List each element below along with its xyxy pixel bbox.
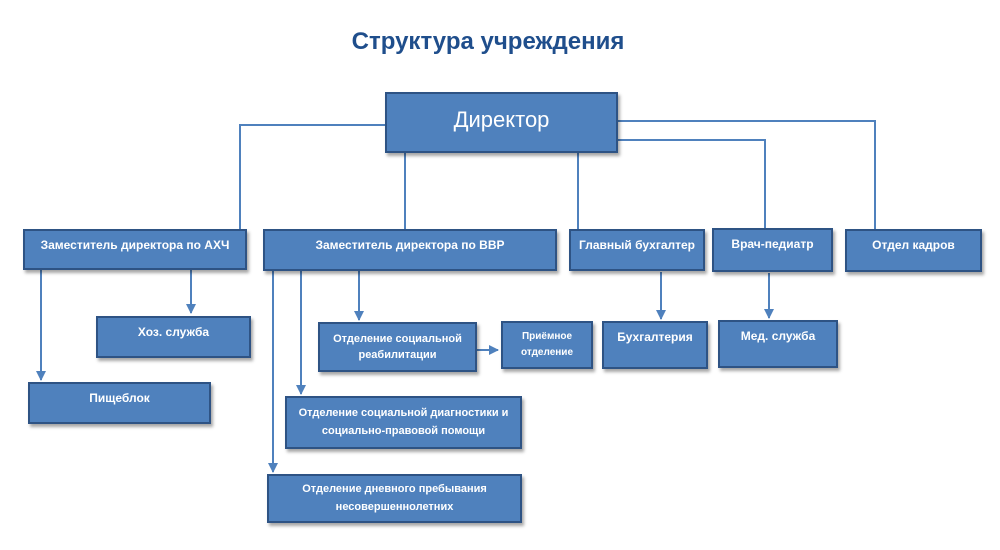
line-director-to-pediatrician — [617, 139, 766, 228]
node-director: Директор — [385, 92, 618, 153]
line-director-to-deputy-ahch — [239, 124, 385, 230]
node-day-stay: Отделение дневного пребывания несовершен… — [267, 474, 522, 523]
node-hr: Отдел кадров — [845, 229, 982, 272]
node-household-service: Хоз. служба — [96, 316, 251, 358]
line-director-to-hr — [617, 120, 876, 230]
node-accounting: Бухгалтерия — [602, 321, 708, 369]
node-reception: Приёмное отделение — [501, 321, 593, 369]
node-social-diagnostics: Отделение социальной диагностики и социа… — [285, 396, 522, 449]
node-medical-service: Мед. служба — [718, 320, 838, 368]
node-chief-accountant: Главный бухгалтер — [569, 229, 705, 271]
node-deputy-vvr: Заместитель директора по ВВР — [263, 229, 557, 271]
node-deputy-ahch: Заместитель директора по АХЧ — [23, 229, 247, 270]
page-title: Структура учреждения — [351, 28, 625, 55]
node-pediatrician: Врач-педиатр — [712, 228, 833, 272]
node-social-rehab: Отделение социальной реабилитации — [318, 322, 477, 372]
node-catering: Пищеблок — [28, 382, 211, 424]
